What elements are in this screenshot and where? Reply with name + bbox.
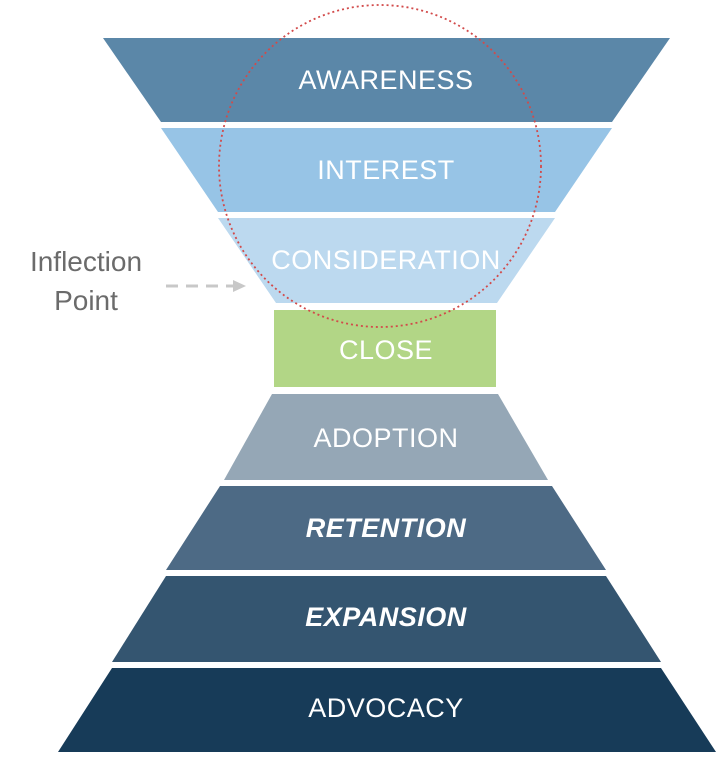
stage-consideration-label: CONSIDERATION [271,245,501,275]
highlight-circle [218,4,542,328]
stage-awareness-shape [103,38,670,122]
stage-retention: RETENTION [166,486,606,570]
inflection-point-label-line2: Point [54,285,118,316]
stage-expansion-label: EXPANSION [305,602,467,632]
stage-expansion-shape [112,576,661,662]
stage-advocacy-shape [58,668,716,752]
stage-advocacy: ADVOCACY [58,668,716,752]
stage-consideration-shape [218,218,555,303]
inflection-point-label-line1: Inflection [30,246,142,277]
stage-retention-label: RETENTION [306,513,467,543]
stage-close: CLOSE [274,310,496,387]
stage-awareness-label: AWARENESS [298,65,473,95]
stage-adoption: ADOPTION [224,394,548,480]
stage-expansion: EXPANSION [112,576,661,662]
stage-interest-shape [161,128,612,212]
stage-retention-shape [166,486,606,570]
stage-interest: INTEREST [161,128,612,212]
stage-close-shape [274,310,496,387]
stage-consideration: CONSIDERATION [218,218,555,303]
stage-close-label: CLOSE [339,335,433,365]
inflection-arrow-head-icon [233,280,246,292]
stage-adoption-label: ADOPTION [313,423,458,453]
stage-adoption-shape [224,394,548,480]
stage-awareness: AWARENESS [103,38,670,122]
inflection-point-annotation: Inflection Point [30,246,246,316]
stage-interest-label: INTEREST [317,155,455,185]
stage-advocacy-label: ADVOCACY [308,693,464,723]
